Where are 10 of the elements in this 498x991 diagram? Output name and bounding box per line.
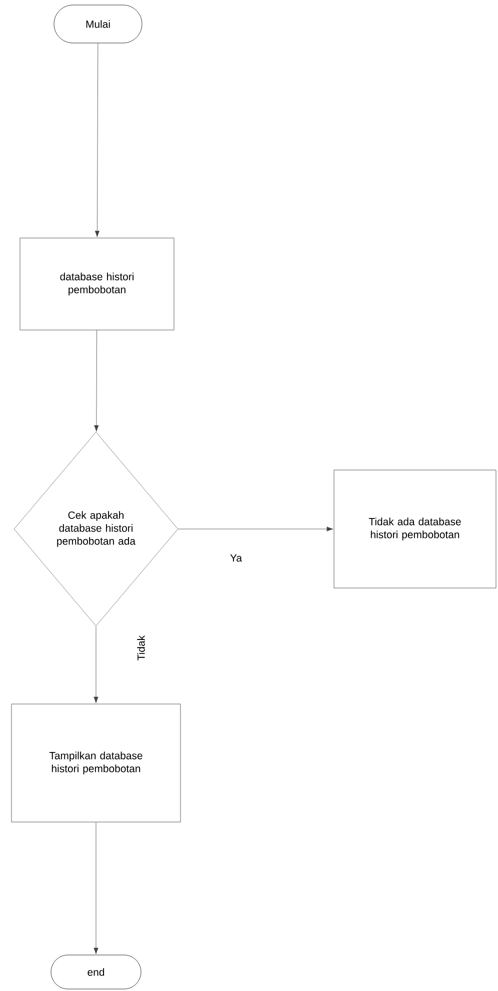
arrow: [94, 330, 99, 432]
process-box: database histori pembobotan: [20, 238, 174, 330]
arrow: [94, 822, 98, 954]
arrow: [94, 43, 100, 238]
edge-label: Tidak: [136, 634, 146, 662]
process-box: Tidak ada database histori pembobotan: [334, 470, 496, 588]
arrow: [178, 526, 334, 532]
edge-label: Ya: [229, 553, 243, 563]
process-box: Tampilkan database histori pembobotan: [11, 704, 181, 822]
arrow: [94, 626, 98, 704]
